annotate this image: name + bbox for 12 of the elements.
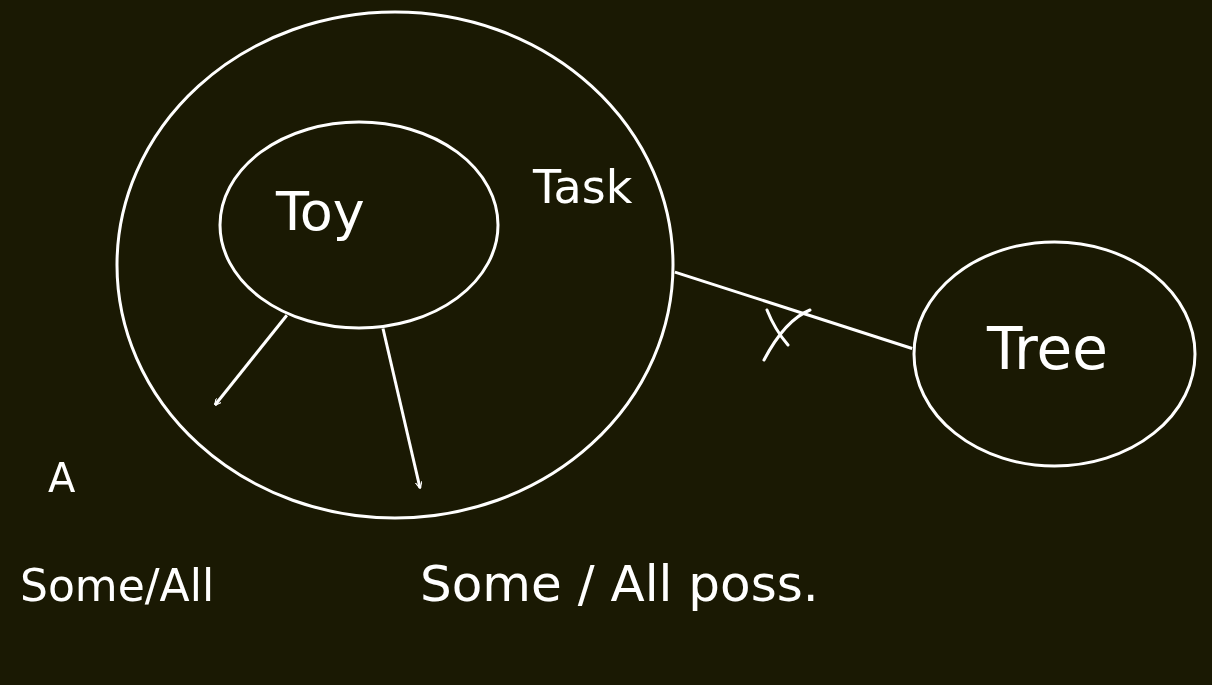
connector-line	[674, 270, 913, 350]
circle-node	[115, 10, 675, 520]
node-label: Task	[533, 160, 633, 214]
handwritten-note: A	[48, 455, 76, 501]
arrow	[213, 314, 288, 407]
handwritten-note: Some/All	[20, 560, 215, 611]
arrow	[381, 328, 423, 490]
node-label: Tree	[987, 315, 1108, 383]
handwritten-note: Some / All poss.	[420, 555, 819, 613]
circle-node	[218, 120, 500, 330]
node-label: Toy	[276, 180, 365, 243]
circle-node	[912, 240, 1197, 468]
